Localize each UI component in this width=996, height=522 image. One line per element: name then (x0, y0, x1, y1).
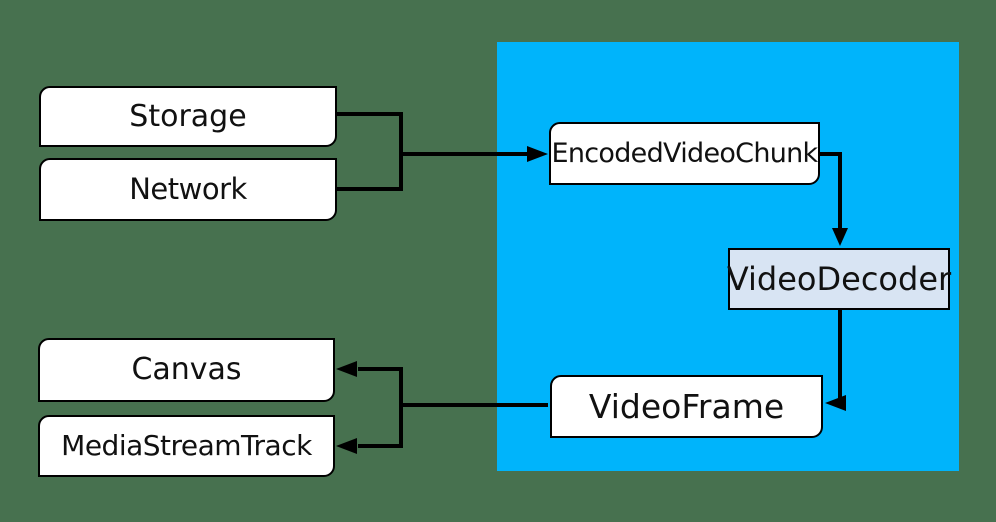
node-network: Network (39, 158, 337, 221)
node-media-stream-track: MediaStreamTrack (38, 415, 335, 477)
arrowhead-into-canvas-icon (336, 361, 357, 377)
arrowhead-into-chunk-icon (527, 146, 548, 162)
node-video-decoder: VideoDecoder (727, 248, 951, 310)
arrowhead-into-frame-icon (825, 395, 846, 411)
connector-chunk-to-decoder (820, 152, 842, 233)
node-video-frame: VideoFrame (550, 375, 823, 438)
connector-sources-join (337, 112, 403, 191)
node-storage: Storage (39, 86, 337, 147)
node-encoded-video-chunk: EncodedVideoChunk (549, 122, 820, 185)
arrowhead-into-decoder-icon (832, 228, 848, 246)
arrowhead-into-mediastreamtrack-icon (336, 438, 357, 454)
node-canvas: Canvas (38, 338, 335, 402)
